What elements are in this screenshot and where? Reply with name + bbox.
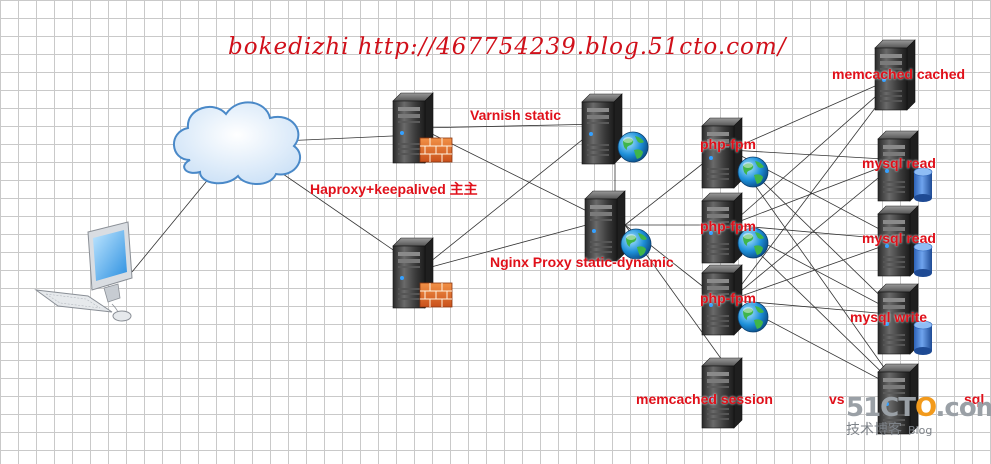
- label-mysql-read-1: mysql read: [862, 155, 936, 171]
- label-mysql-read-2: mysql read: [862, 230, 936, 246]
- firewall-brick-icon: [419, 137, 453, 163]
- globe-icon: [737, 301, 769, 333]
- label-memcached-cached: memcached cached: [832, 66, 966, 82]
- watermark-logo: 51CTO.com: [846, 393, 991, 423]
- label-vs-partial: vs: [829, 391, 845, 407]
- label-mysql-write: mysql write: [850, 309, 928, 325]
- php-fpm-server-1: [701, 117, 769, 189]
- database-cylinder-icon: [913, 167, 933, 203]
- cloud-icon: [173, 101, 301, 185]
- globe-icon: [737, 156, 769, 188]
- nginx-server: [584, 190, 652, 262]
- label-php-fpm-2: php-fpm: [700, 218, 756, 234]
- label-mysql-partial: sql: [964, 391, 985, 407]
- label-varnish: Varnish static: [470, 107, 562, 123]
- haproxy-server-2: [392, 237, 453, 309]
- database-cylinder-icon: [913, 242, 933, 278]
- haproxy-server-1: [392, 92, 453, 164]
- label-php-fpm-1: php-fpm: [700, 136, 756, 152]
- label-nginx: Nginx Proxy static-dynamic: [490, 254, 674, 270]
- diagram-title: bokedizhi http://467754239.blog.51cto.co…: [228, 34, 787, 60]
- firewall-brick-icon: [419, 282, 453, 308]
- label-memcached-session: memcached session: [636, 391, 773, 407]
- globe-icon: [617, 131, 649, 163]
- label-php-fpm-3: php-fpm: [700, 290, 756, 306]
- label-haproxy: Haproxy+keepalived 主主: [310, 181, 478, 197]
- database-cylinder-icon: [913, 320, 933, 356]
- desktop-computer-icon: [34, 221, 133, 322]
- varnish-server: [581, 93, 649, 165]
